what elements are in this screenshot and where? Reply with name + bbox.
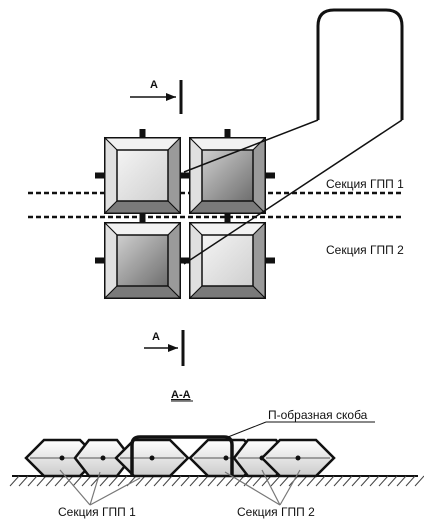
block-top-left <box>95 129 190 215</box>
section-2-label-right: Секция ГПП 2 <box>326 243 404 257</box>
arrow-label-top: А <box>150 79 158 91</box>
section-2-label-bottom: Секция ГПП 2 <box>237 505 315 519</box>
u-bracket-top-view <box>316 8 404 120</box>
leader-line-2 <box>183 119 403 265</box>
leader-line-1 <box>183 119 319 173</box>
block-bottom-right <box>180 214 275 300</box>
block-top-right <box>180 129 275 215</box>
section-1-label-right: Секция ГПП 1 <box>326 177 404 191</box>
section-arrow-bottom: А <box>144 330 185 366</box>
hex-6 <box>260 438 336 478</box>
bracket-label: П-образная скоба <box>268 408 368 422</box>
hex-3 <box>114 438 190 478</box>
u-bracket-section-view <box>130 435 234 476</box>
section-arrow-top: А <box>130 79 183 114</box>
bracket-label-leader <box>227 421 267 438</box>
block-modules <box>95 129 275 300</box>
hex-sections <box>24 438 336 478</box>
section-1-label-bottom: Секция ГПП 1 <box>58 505 136 519</box>
arrow-label-bottom: А <box>152 331 160 343</box>
block-bottom-left <box>95 214 190 300</box>
bottom-leaders <box>59 469 301 506</box>
section-view-title: А-А <box>171 389 191 401</box>
